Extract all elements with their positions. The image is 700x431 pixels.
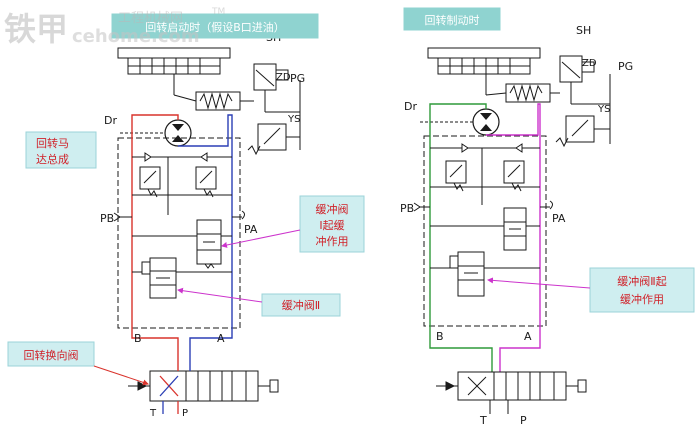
watermark-tm: TM: [211, 7, 225, 17]
left-callout-valve2-text: 缓冲阀Ⅱ: [282, 298, 320, 312]
right-relief-valves: [445, 160, 525, 192]
left-port-pg: PG: [290, 72, 305, 85]
right-port-b: B: [436, 330, 444, 343]
left-port-dr: Dr: [104, 114, 117, 127]
left-callout-valve1-line2: Ⅰ起缓: [319, 219, 344, 232]
right-port-dr: Dr: [404, 100, 417, 113]
right-port-pb: PB: [400, 202, 414, 215]
left-callout-valve2: [261, 293, 341, 317]
left-pilot-lines: [113, 210, 245, 222]
left-callout-dir-text: 回转换向阀: [24, 348, 79, 362]
left-banner: [111, 13, 319, 39]
right-buffer-valve-1: [430, 207, 540, 251]
left-brake-assembly: [117, 47, 301, 156]
left-callout-dir: [7, 341, 95, 367]
right-motor: [420, 108, 500, 136]
right-port-sh: SH: [576, 24, 591, 37]
left-callout-valve1-line3: 冲作用: [316, 234, 349, 248]
left-panel: SH ZD PG YS Dr: [7, 13, 365, 419]
left-return-line: [178, 114, 233, 352]
left-buffer-valve-2: [132, 257, 232, 299]
right-callout-valve2-line2: 缓冲作用: [620, 292, 664, 306]
left-pressure-line: [131, 114, 179, 352]
right-port-ys: YS: [597, 104, 610, 115]
right-port-t: T: [479, 414, 487, 427]
left-port-b: B: [134, 332, 142, 345]
watermark: 铁甲 工程机械网 TM cehome.com: [4, 7, 225, 48]
left-port-ys: YS: [287, 114, 300, 125]
left-motor-enclosure: [117, 137, 241, 329]
right-banner-text: 回转制动时: [425, 13, 480, 27]
watermark-brand: 铁甲: [4, 10, 68, 48]
right-port-p: P: [520, 414, 527, 427]
left-port-t: T: [149, 408, 157, 419]
left-callout-motor: [25, 131, 97, 169]
left-callout-motor-line1: 回转马: [36, 136, 69, 150]
left-port-p: P: [182, 408, 188, 419]
right-callout-valve2: [589, 267, 695, 313]
left-banner-text: 回转启动时（假设B口进油）: [145, 20, 285, 34]
left-check-valves: [132, 152, 232, 215]
right-pilot-lines: [413, 200, 553, 212]
right-port-zd: ZD: [582, 58, 597, 69]
left-buffer-valve-1: [132, 219, 232, 269]
left-directional-valve: [128, 370, 279, 402]
right-banner: [403, 7, 501, 31]
right-brake-assembly: [427, 47, 611, 148]
right-port-pg: PG: [618, 60, 633, 73]
left-callout-valve1: [299, 195, 365, 253]
watermark-url: cehome.com: [72, 26, 200, 47]
right-check-valves: [430, 143, 540, 205]
watermark-site: 工程机械网: [118, 11, 183, 26]
right-panel: SH ZD PG YS Dr: [400, 7, 695, 427]
right-directional-valve: [436, 371, 587, 401]
left-callout-motor-line2: 达总成: [36, 152, 69, 166]
right-magenta-line: [486, 103, 541, 372]
left-port-a: A: [217, 332, 225, 345]
left-motor: [120, 119, 192, 147]
left-relief-valves: [139, 166, 217, 198]
left-port-pb: PB: [100, 212, 114, 225]
right-motor-enclosure: [423, 135, 547, 327]
left-port-zd: ZD: [276, 72, 291, 83]
right-port-pa: PA: [552, 212, 566, 225]
right-buffer-valve-2: [430, 251, 540, 297]
right-port-a: A: [524, 330, 532, 343]
right-callout-valve2-line1: 缓冲阀Ⅱ起: [617, 274, 666, 288]
left-port-pa: PA: [244, 223, 258, 236]
left-callout-valve1-line1: 缓冲阀: [316, 202, 349, 216]
